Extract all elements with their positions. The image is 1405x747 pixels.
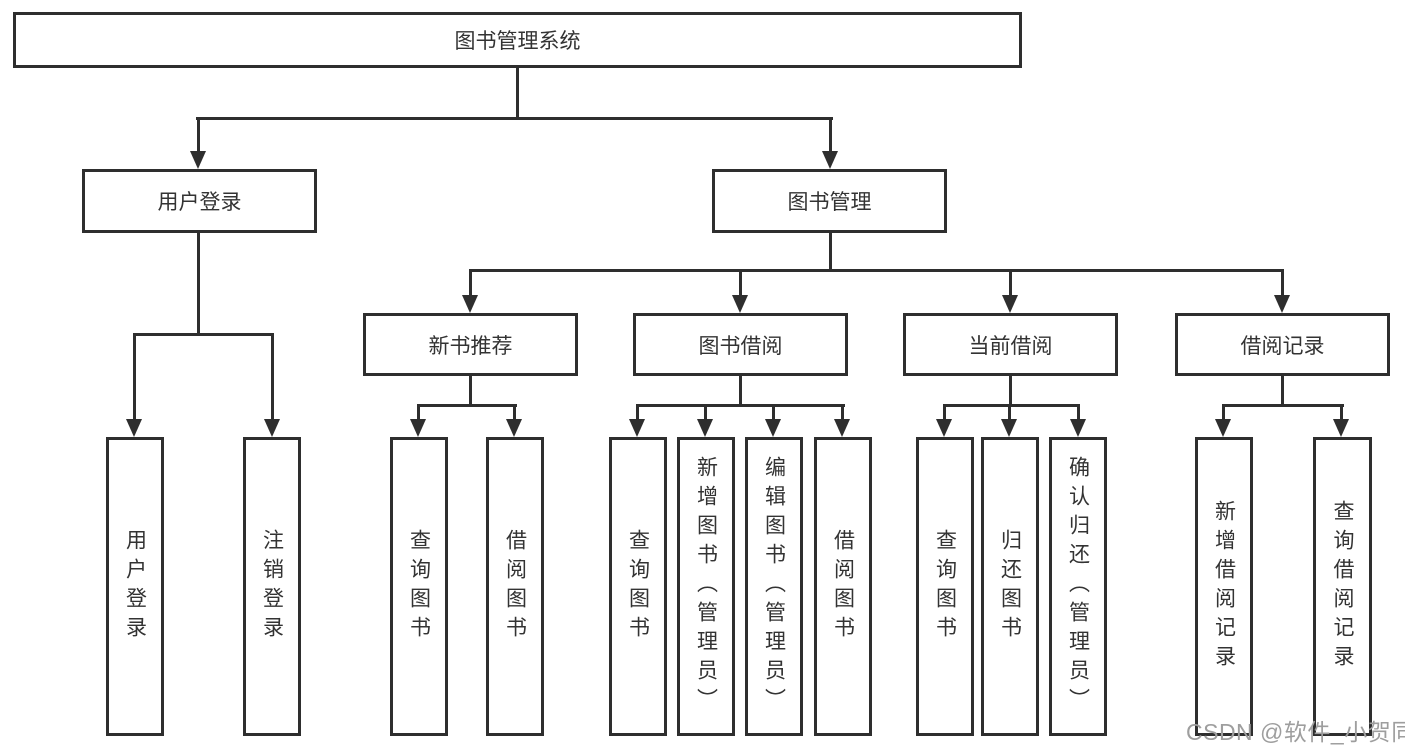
connector-hline <box>943 404 1080 407</box>
arrowhead <box>822 151 838 169</box>
connector-hline <box>636 404 845 407</box>
node-leaf-logout: 注销登录 <box>243 437 301 736</box>
node-leaf-add-borrow-record: 新增借阅记录 <box>1195 437 1253 736</box>
connector-vline <box>1222 404 1225 421</box>
connector-vline <box>516 68 519 118</box>
connector-vline <box>772 404 775 421</box>
node-leaf-user-login-label: 用户登录 <box>123 528 147 645</box>
arrowhead <box>506 419 522 437</box>
node-leaf-query-books-recommend: 查询图书 <box>390 437 448 736</box>
arrowhead <box>697 419 713 437</box>
connector-vline <box>1009 269 1012 297</box>
arrowhead <box>1002 295 1018 313</box>
connector-vline <box>1009 376 1012 407</box>
connector-vline <box>829 233 832 272</box>
node-leaf-add-book-admin: 新增图书（管理员） <box>677 437 735 736</box>
connector-vline <box>469 269 472 297</box>
node-leaf-confirm-return-admin: 确认归还（管理员） <box>1049 437 1107 736</box>
node-leaf-borrow-books-recommend: 借阅图书 <box>486 437 544 736</box>
connector-vline <box>704 404 707 421</box>
node-new-book-recommend: 新书推荐 <box>363 313 578 376</box>
node-book-borrowing-label: 图书借阅 <box>698 334 783 358</box>
node-borrow-records-label: 借阅记录 <box>1240 334 1325 358</box>
connector-vline <box>271 333 274 421</box>
node-leaf-add-borrow-record-label: 新增借阅记录 <box>1212 499 1236 674</box>
connector-hline <box>133 333 274 336</box>
node-current-borrowing: 当前借阅 <box>903 313 1118 376</box>
connector-vline <box>133 333 136 421</box>
connector-vline <box>739 376 742 407</box>
arrowhead <box>190 151 206 169</box>
arrowhead <box>936 419 952 437</box>
node-book-borrowing: 图书借阅 <box>633 313 848 376</box>
connector-vline <box>1281 376 1284 407</box>
node-user-login-label: 用户登录 <box>157 191 242 214</box>
connector-vline <box>469 376 472 407</box>
node-leaf-query-books-borrowing-label: 查询图书 <box>626 528 650 645</box>
arrowhead <box>732 295 748 313</box>
arrowhead <box>126 419 142 437</box>
node-leaf-query-books-current-label: 查询图书 <box>933 528 957 645</box>
node-user-login: 用户登录 <box>82 169 317 233</box>
arrowhead <box>834 419 850 437</box>
connector-vline <box>841 404 844 421</box>
connector-hline <box>417 404 517 407</box>
node-leaf-query-books-recommend-label: 查询图书 <box>407 528 431 645</box>
connector-vline <box>1340 404 1343 421</box>
node-leaf-borrow-books-recommend-label: 借阅图书 <box>503 528 527 645</box>
arrowhead <box>1333 419 1349 437</box>
node-leaf-borrow-books-borrowing: 借阅图书 <box>814 437 872 736</box>
node-library-system-label: 图书管理系统 <box>454 30 581 53</box>
node-current-borrowing-label: 当前借阅 <box>968 334 1053 358</box>
connector-vline <box>1077 404 1080 421</box>
connector-hline <box>196 117 833 120</box>
connector-hline <box>469 269 1284 272</box>
node-leaf-add-book-admin-label: 新增图书（管理员） <box>694 456 718 717</box>
arrowhead <box>264 419 280 437</box>
node-leaf-confirm-return-admin-label: 确认归还（管理员） <box>1066 456 1090 717</box>
node-leaf-borrow-books-borrowing-label: 借阅图书 <box>831 528 855 645</box>
node-leaf-user-login: 用户登录 <box>106 437 164 736</box>
node-library-system: 图书管理系统 <box>13 12 1022 68</box>
connector-vline <box>197 117 200 153</box>
arrowhead <box>410 419 426 437</box>
arrowhead <box>1070 419 1086 437</box>
connector-hline <box>1222 404 1344 407</box>
node-leaf-query-borrow-record-label: 查询借阅记录 <box>1331 499 1355 674</box>
arrowhead <box>1001 419 1017 437</box>
connector-vline <box>943 404 946 421</box>
node-leaf-edit-book-admin-label: 编辑图书（管理员） <box>762 456 786 717</box>
connector-vline <box>1008 404 1011 421</box>
node-borrow-records: 借阅记录 <box>1175 313 1390 376</box>
connector-vline <box>1281 269 1284 297</box>
node-leaf-logout-label: 注销登录 <box>260 528 284 645</box>
node-leaf-query-borrow-record: 查询借阅记录 <box>1313 437 1372 736</box>
connector-vline <box>829 117 832 153</box>
node-leaf-query-books-current: 查询图书 <box>916 437 974 736</box>
node-leaf-return-books-label: 归还图书 <box>998 528 1022 645</box>
arrowhead <box>629 419 645 437</box>
arrowhead <box>1274 295 1290 313</box>
node-book-management: 图书管理 <box>712 169 947 233</box>
connector-vline <box>636 404 639 421</box>
node-book-management-label: 图书管理 <box>787 191 872 214</box>
arrowhead <box>462 295 478 313</box>
node-leaf-return-books: 归还图书 <box>981 437 1039 736</box>
connector-vline <box>739 269 742 297</box>
connector-vline <box>197 233 200 336</box>
csdn-watermark: CSDN @软件_小贺同学 <box>1186 719 1405 745</box>
node-leaf-edit-book-admin: 编辑图书（管理员） <box>745 437 803 736</box>
arrowhead <box>765 419 781 437</box>
node-leaf-query-books-borrowing: 查询图书 <box>609 437 667 736</box>
arrowhead <box>1215 419 1231 437</box>
connector-vline <box>513 404 516 421</box>
connector-vline <box>417 404 420 421</box>
node-new-book-recommend-label: 新书推荐 <box>428 334 513 358</box>
